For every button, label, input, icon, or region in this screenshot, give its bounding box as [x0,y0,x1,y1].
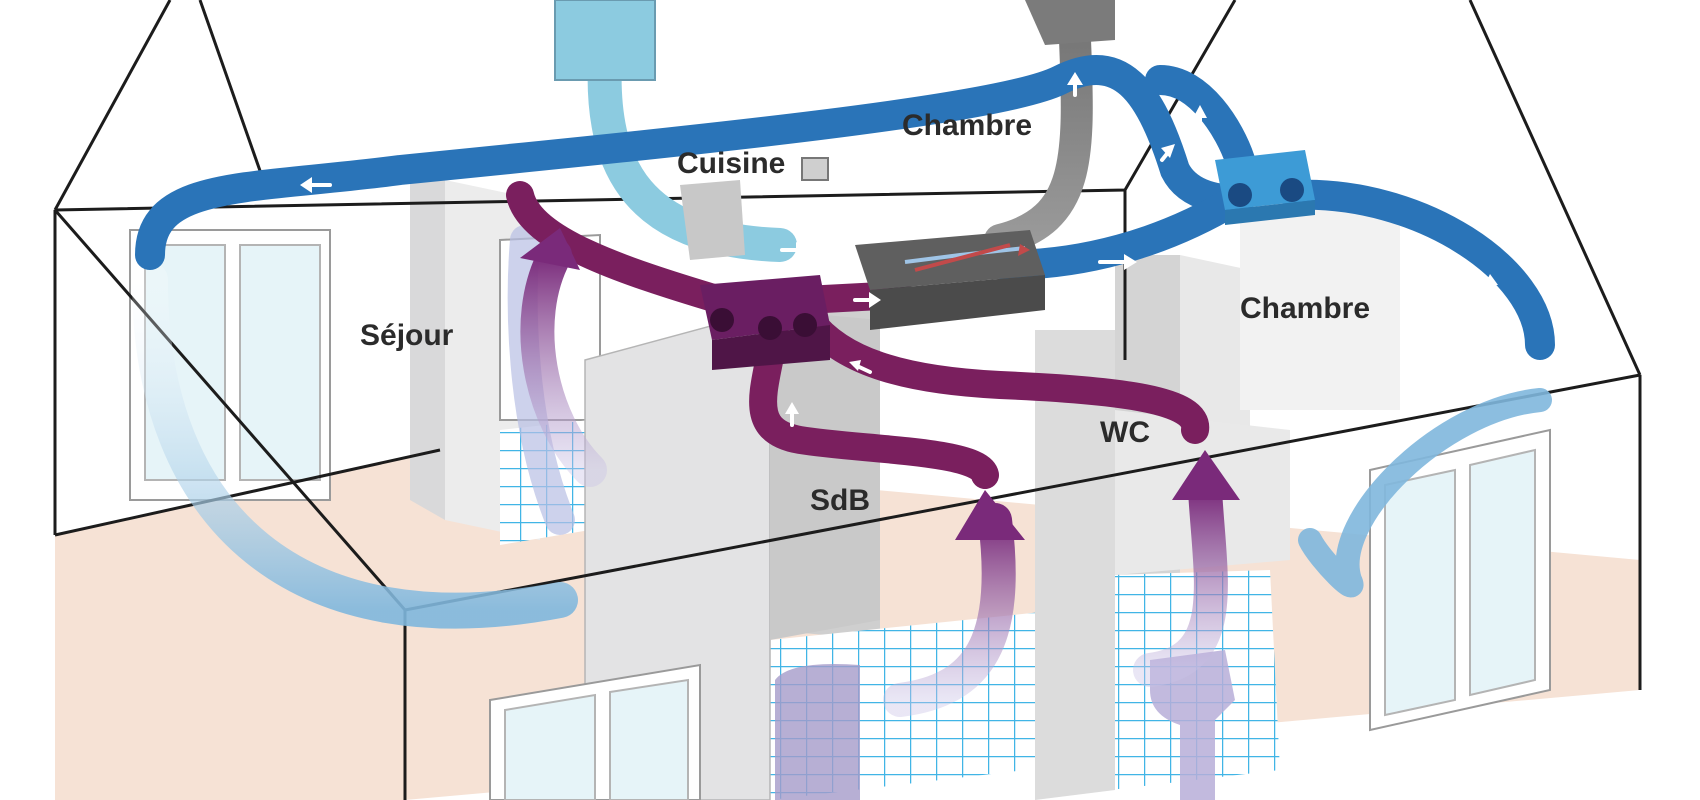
label-chambre-right: Chambre [1240,292,1370,325]
window-front [489,663,701,800]
distribution-box [1215,150,1315,225]
kitchen-hood [680,180,745,260]
label-chambre-back: Chambre [902,109,1032,142]
window-chambre-right [1369,428,1551,732]
label-cuisine: Cuisine [677,147,785,180]
outlet-cap [1025,0,1115,45]
label-sejour: Séjour [360,319,454,352]
flow-direction-arrows [300,72,1498,427]
house-outline [53,0,1642,800]
toilet [1150,650,1235,800]
bathtub [775,664,860,800]
heat-exchanger [855,230,1045,330]
extract-arrows [520,228,1240,717]
intake-cap [554,0,656,81]
label-sdb: SdB [810,484,870,517]
cuisine-vent-icon [801,157,829,181]
label-wc: WC [1100,416,1150,449]
